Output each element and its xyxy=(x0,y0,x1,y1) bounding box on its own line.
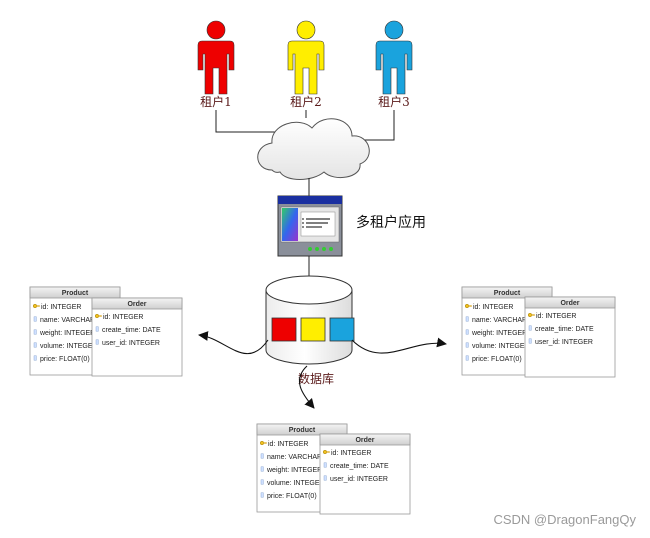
field-row: price: FLOAT(0) xyxy=(472,356,522,363)
field-icon xyxy=(33,316,37,322)
tenant-3-label: 租户3 xyxy=(378,94,410,109)
field-icon xyxy=(465,355,469,361)
tenant-2-label: 租户2 xyxy=(290,94,322,109)
field-row: price: FLOAT(0) xyxy=(267,493,317,500)
field-icon xyxy=(260,479,264,485)
field-icon xyxy=(323,475,327,481)
field-icon xyxy=(465,329,469,335)
product-table-title: Product xyxy=(62,290,89,297)
partition-tenant-2 xyxy=(300,317,326,342)
cloud-icon xyxy=(257,118,370,180)
tenant-2-person-icon xyxy=(287,20,325,95)
field-row: price: FLOAT(0) xyxy=(40,356,90,363)
arrow-to-right-schema xyxy=(351,337,447,354)
field-row: id: INTEGER xyxy=(41,304,81,311)
field-row: id: INTEGER xyxy=(473,304,513,311)
field-row: id: INTEGER xyxy=(536,313,576,320)
schema-right: Product id: INTEGER name: VARCHAR weight… xyxy=(461,286,616,378)
order-table-title: Order xyxy=(355,437,374,444)
field-row: id: INTEGER xyxy=(103,314,143,321)
field-icon xyxy=(33,355,37,361)
field-icon xyxy=(33,342,37,348)
connector-tenant-3 xyxy=(362,110,395,141)
field-row: create_time: DATE xyxy=(102,327,161,334)
field-row: volume: INTEGER xyxy=(267,480,325,487)
tenant-2-figure xyxy=(287,20,325,95)
field-row: weight: INTEGER xyxy=(471,330,527,337)
field-icon xyxy=(260,492,264,498)
tenant-connectors xyxy=(215,110,395,141)
field-icon xyxy=(95,339,99,345)
field-row: user_id: INTEGER xyxy=(535,339,593,346)
app-label: 多租户应用 xyxy=(356,214,426,230)
field-row: name: VARCHAR xyxy=(267,454,322,461)
field-icon xyxy=(33,329,37,335)
watermark: CSDN @DragonFangQy xyxy=(493,512,636,527)
field-icon xyxy=(260,453,264,459)
field-icon xyxy=(323,462,327,468)
field-row: create_time: DATE xyxy=(330,463,389,470)
tenant-3-person-icon xyxy=(375,20,413,95)
tenant-3-figure xyxy=(375,20,413,95)
field-row: volume: INTEGER xyxy=(472,343,530,350)
field-row: name: VARCHAR xyxy=(40,317,95,324)
order-table-left: Order id: INTEGER create_time: DATE user… xyxy=(91,297,183,377)
field-row: weight: INTEGER xyxy=(39,330,95,337)
field-icon xyxy=(528,325,532,331)
database-icon xyxy=(265,275,355,365)
product-table-title: Product xyxy=(494,290,521,297)
database-label: 数据库 xyxy=(298,371,334,386)
field-icon xyxy=(260,466,264,472)
field-icon xyxy=(528,338,532,344)
field-icon xyxy=(95,326,99,332)
field-row: id: INTEGER xyxy=(331,450,371,457)
field-row: create_time: DATE xyxy=(535,326,594,333)
tenant-1-label: 租户1 xyxy=(200,94,232,109)
partition-tenant-1 xyxy=(271,317,297,342)
order-table-right: Order id: INTEGER create_time: DATE user… xyxy=(524,296,616,378)
order-table-bottom: Order id: INTEGER create_time: DATE user… xyxy=(319,433,411,515)
field-row: user_id: INTEGER xyxy=(330,476,388,483)
tenant-1-person-icon xyxy=(197,20,235,95)
app-window-icon xyxy=(277,195,343,257)
field-row: name: VARCHAR xyxy=(472,317,527,324)
field-row: weight: INTEGER xyxy=(266,467,322,474)
field-row: id: INTEGER xyxy=(268,441,308,448)
field-icon xyxy=(465,316,469,322)
product-table-title: Product xyxy=(289,427,316,434)
tenant-1-figure xyxy=(197,20,235,95)
connector-tenant-1 xyxy=(215,110,275,133)
arrow-to-left-schema xyxy=(198,331,269,354)
field-icon xyxy=(465,342,469,348)
field-row: user_id: INTEGER xyxy=(102,340,160,347)
schema-left: Product id: INTEGER name: VARCHAR weight… xyxy=(29,286,183,377)
order-table-title: Order xyxy=(127,301,146,308)
field-row: volume: INTEGER xyxy=(40,343,98,350)
arrow-to-bottom-schema xyxy=(298,365,315,409)
partition-tenant-3 xyxy=(329,317,355,342)
order-table-title: Order xyxy=(560,300,579,307)
schema-bottom: Product id: INTEGER name: VARCHAR weight… xyxy=(256,423,411,515)
